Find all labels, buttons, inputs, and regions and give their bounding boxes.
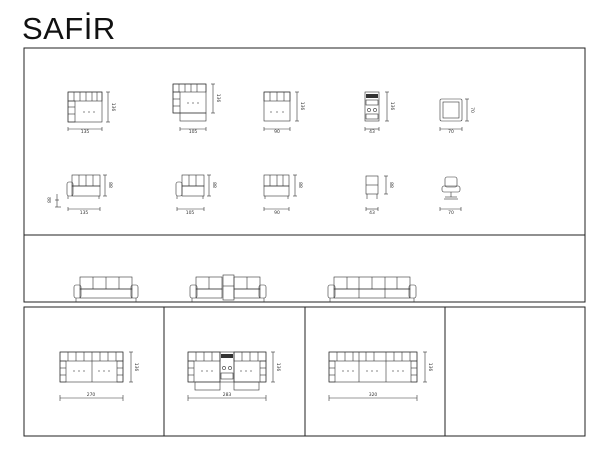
dim-depth: 136 <box>275 363 281 372</box>
module-arm-seat-front-short: 105 88 <box>175 174 217 216</box>
dim-width: 135 <box>81 129 90 135</box>
dim-width: 90 <box>274 129 280 135</box>
dim-depth: 70 <box>469 107 475 113</box>
dim-width: 43 <box>369 129 375 135</box>
module-middle-seat: 90 136 <box>263 91 305 135</box>
dim-width: 70 <box>448 210 454 216</box>
side-scale-label: 88 <box>47 197 53 203</box>
module-arm-seat-front: 135 88 <box>66 174 113 216</box>
elevations-panel <box>23 234 586 303</box>
combination-cell-2 <box>163 306 306 437</box>
page-title: SAFİR <box>22 11 116 46</box>
module-console-front: 43 88 <box>365 175 394 216</box>
combination-plan-2: 283 136 <box>187 351 281 401</box>
dim-depth: 136 <box>215 94 221 103</box>
elevation-sofa-3 <box>327 276 417 302</box>
module-ottoman: 70 70 <box>439 98 475 135</box>
dim-width: 320 <box>369 392 378 398</box>
modules-panel <box>23 47 586 236</box>
combination-cell-empty <box>444 306 586 437</box>
dim-width: 105 <box>189 129 198 135</box>
dim-width: 105 <box>186 210 195 216</box>
dim-width: 43 <box>369 210 375 216</box>
dim-width: 70 <box>448 129 454 135</box>
dim-depth: 88 <box>297 182 303 188</box>
dim-depth: 136 <box>133 363 139 372</box>
dim-depth: 136 <box>427 363 433 372</box>
module-corner-seat-open: 105 136 <box>172 83 221 135</box>
combination-cell-3 <box>304 306 446 437</box>
dim-width: 135 <box>80 210 89 216</box>
dim-width: 90 <box>274 210 280 216</box>
dim-depth: 136 <box>299 102 305 111</box>
dim-depth: 136 <box>110 103 116 112</box>
side-scale-marker: 88 <box>47 194 61 208</box>
module-corner-seat: 135 136 <box>67 91 116 135</box>
dim-depth: 88 <box>107 182 113 188</box>
module-swivel-chair: 70 <box>439 176 462 216</box>
dim-depth: 88 <box>388 182 394 188</box>
combination-plan-3: 320 136 <box>328 351 433 401</box>
dim-depth: 136 <box>389 102 395 111</box>
elevation-sofa-1 <box>73 276 139 302</box>
combination-plan-1: 270 136 <box>59 351 139 401</box>
dim-width: 270 <box>87 392 96 398</box>
combination-cell-1 <box>23 306 165 437</box>
module-console-unit: 43 136 <box>364 91 395 135</box>
elevation-sofa-2 <box>189 274 267 302</box>
module-middle-seat-front: 90 88 <box>263 174 303 216</box>
dim-width: 283 <box>223 392 232 398</box>
dim-depth: 88 <box>211 182 217 188</box>
